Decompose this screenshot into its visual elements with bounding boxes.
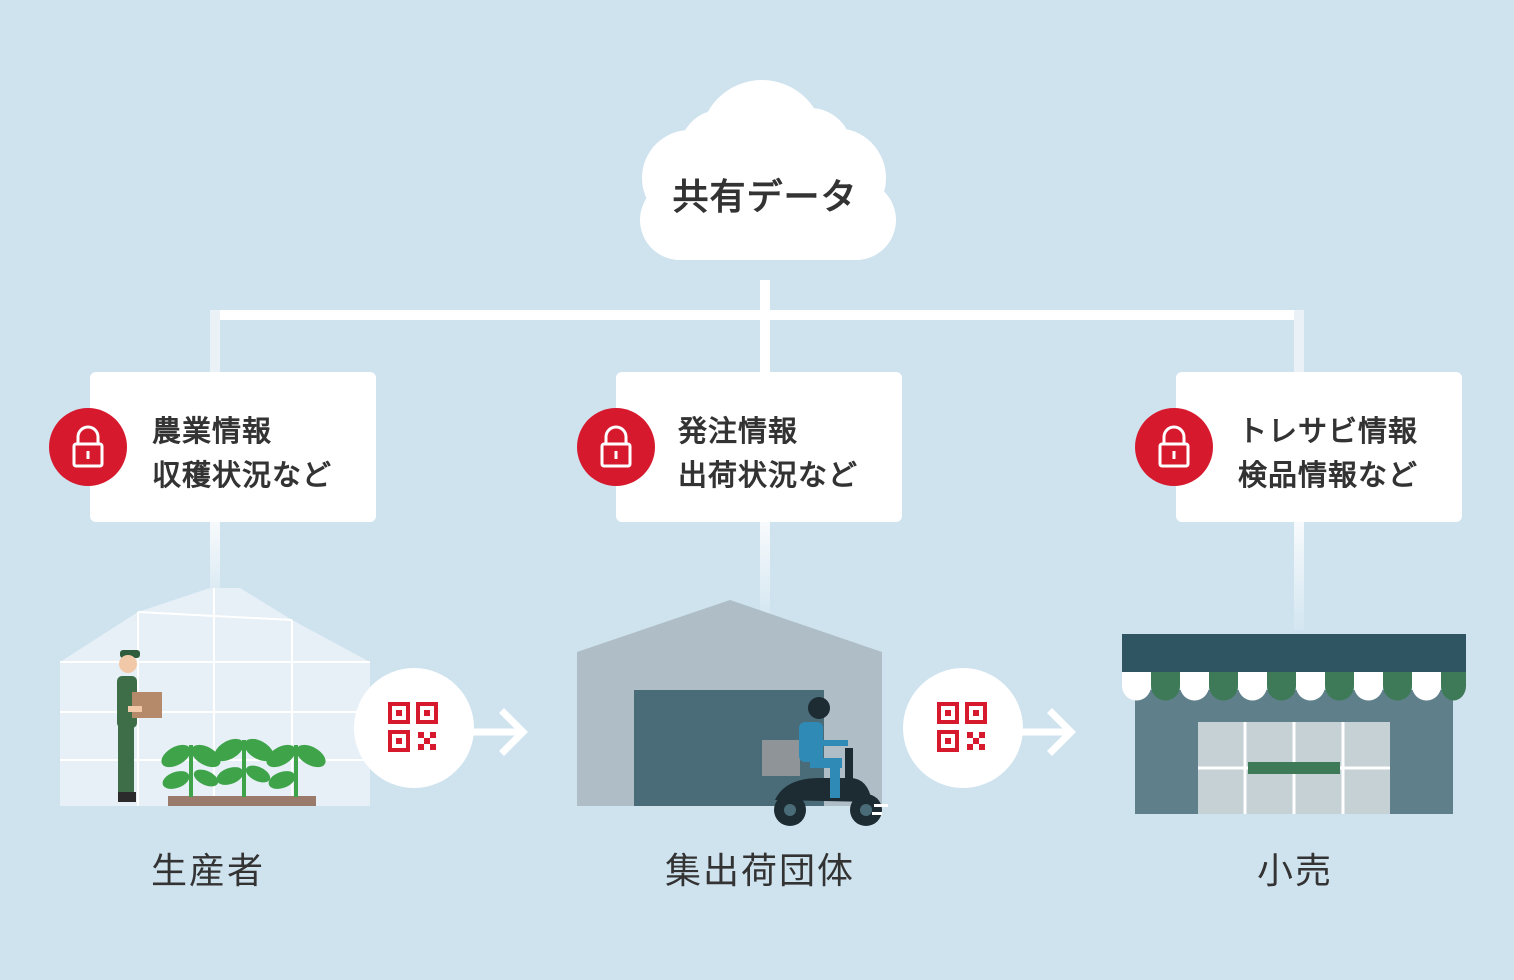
stage-label-retail: 小売 [1256, 851, 1333, 892]
card-traceability-info: トレサビ情報 検品情報など [1176, 372, 1462, 522]
lock-icon [1135, 408, 1213, 486]
card-line-1: 農業情報 [152, 414, 273, 448]
lock-icon [577, 408, 655, 486]
card-farming-info: 農業情報 収穫状況など [90, 372, 376, 522]
qr-code-icon [354, 668, 474, 788]
card-line-2: 出荷状況など [678, 458, 859, 492]
card-line-2: 検品情報など [1238, 458, 1419, 492]
lock-icon [49, 408, 127, 486]
card-line-1: トレサビ情報 [1238, 414, 1419, 448]
qr-code-icon [903, 668, 1023, 788]
stage-label-producer: 生産者 [150, 851, 265, 892]
card-order-info: 発注情報 出荷状況など [616, 372, 902, 522]
stage-label-collection: 集出荷団体 [664, 851, 855, 892]
card-line-2: 収穫状況など [152, 458, 333, 492]
cloud-label: 共有データ [672, 177, 858, 218]
card-line-1: 発注情報 [678, 414, 799, 448]
